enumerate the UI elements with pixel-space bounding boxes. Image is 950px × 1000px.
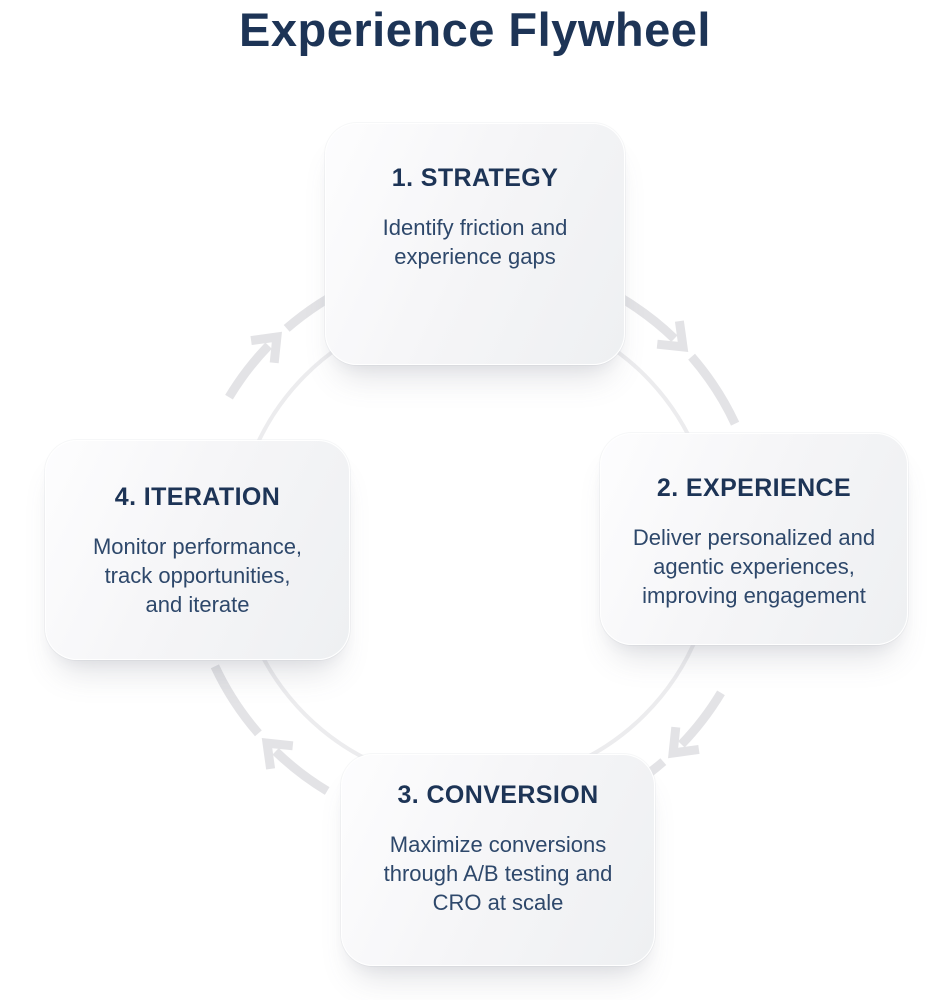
card-body: Deliver personalized and agentic experie…: [632, 525, 876, 609]
flywheel-card-iteration: 4. ITERATION Monitor performance, track …: [45, 440, 350, 660]
clockwise-arrow-icon: [620, 295, 740, 426]
clockwise-arrow-icon: [215, 666, 327, 791]
card-heading: 4. ITERATION: [114, 483, 281, 511]
card-heading: 3. CONVERSION: [397, 781, 599, 809]
card-heading: 1. STRATEGY: [391, 164, 559, 192]
card-body: Monitor performance, track opportunities…: [92, 534, 303, 618]
flywheel-card-strategy: 1. STRATEGY Identify friction and experi…: [325, 123, 625, 365]
flywheel-card-experience: 2. EXPERIENCE Deliver personalized and a…: [600, 433, 908, 645]
card-body: Maximize conversions through A/B testing…: [383, 832, 613, 916]
flywheel-card-conversion: 3. CONVERSION Maximize conversions throu…: [341, 754, 655, 966]
card-heading: 2. EXPERIENCE: [656, 474, 852, 502]
card-body: Identify friction and experience gaps: [382, 215, 568, 270]
diagram-title: Experience Flywheel: [239, 3, 711, 56]
